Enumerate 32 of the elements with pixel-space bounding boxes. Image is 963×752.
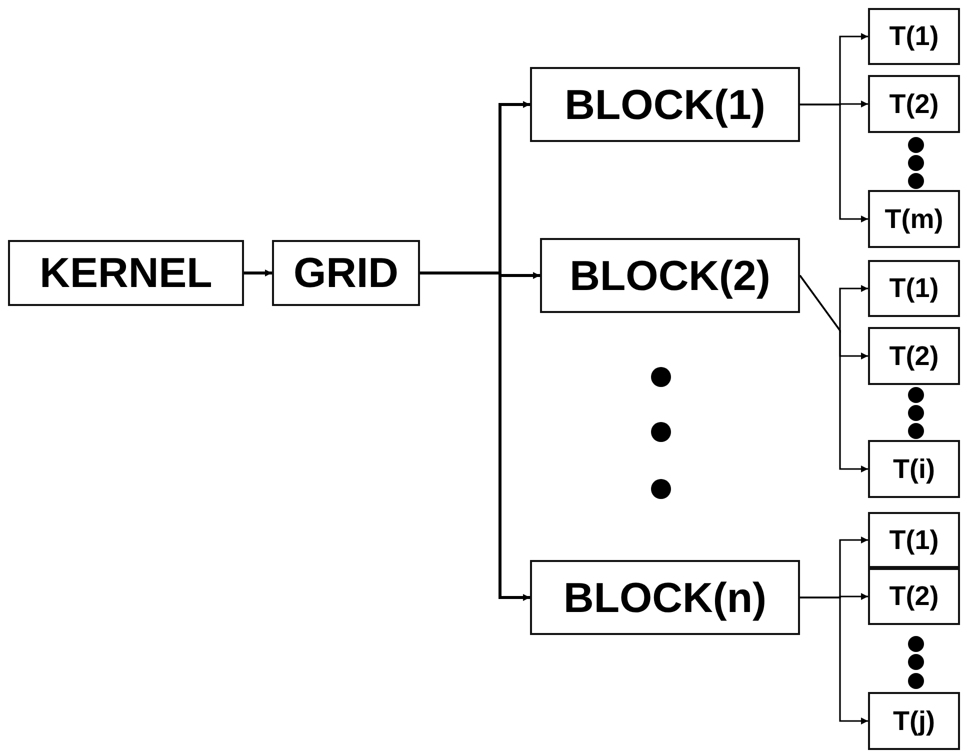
- arrow: [799, 275, 868, 472]
- box-label: BLOCK(1): [564, 80, 766, 128]
- box-label: T(1): [889, 273, 939, 304]
- box-label: T(1): [889, 524, 939, 556]
- box-label: T(2): [889, 88, 939, 120]
- process-box: [868, 327, 960, 385]
- box-label: GRID: [294, 249, 398, 297]
- box-label: T(1): [889, 21, 939, 52]
- process-box: [272, 240, 420, 306]
- process-box: [868, 190, 960, 248]
- box-label: KERNEL: [40, 249, 212, 297]
- arrow: [244, 270, 272, 276]
- process-box: [868, 692, 960, 750]
- box-label: T(2): [889, 340, 939, 372]
- box-label: T(m): [884, 204, 944, 234]
- box-label: T(i): [893, 454, 935, 484]
- process-box: [540, 238, 800, 313]
- arrow: [800, 104, 868, 222]
- process-box: [868, 512, 960, 568]
- box-label: BLOCK(2): [570, 252, 770, 300]
- process-box: [530, 67, 800, 142]
- process-box: [868, 8, 960, 65]
- process-box: [530, 560, 800, 635]
- arrow: [800, 596, 868, 724]
- box-label: T(2): [889, 581, 939, 612]
- box-label: BLOCK(n): [564, 574, 766, 622]
- process-box: [8, 240, 244, 306]
- box-label: T(j): [893, 706, 935, 736]
- process-box: [868, 568, 960, 625]
- process-box: [868, 75, 960, 133]
- process-box: [868, 260, 960, 317]
- process-box: [868, 440, 960, 498]
